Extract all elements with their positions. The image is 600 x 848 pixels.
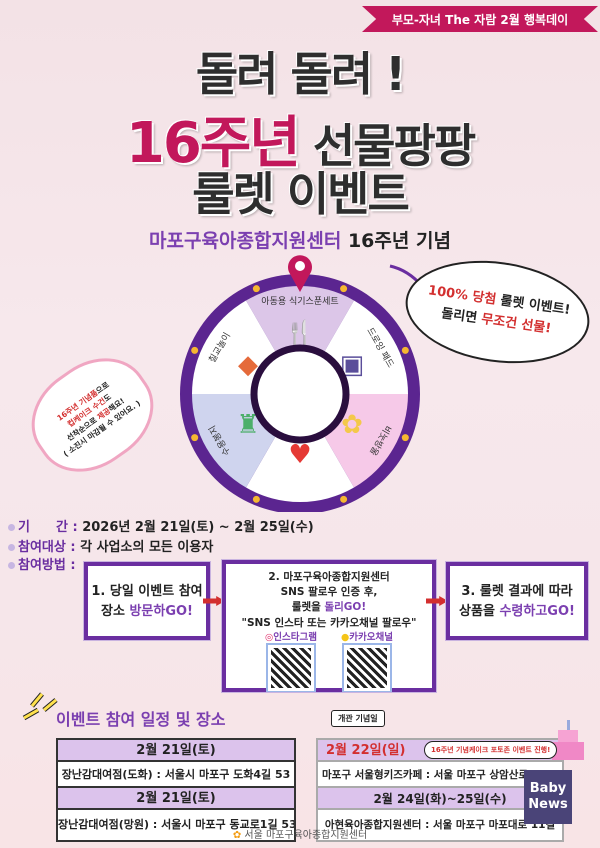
target-label: 참여대상 : bbox=[18, 540, 76, 555]
instagram-qr-code[interactable] bbox=[266, 642, 316, 693]
target-value: 각 사업소의 모든 이용자 bbox=[80, 540, 214, 555]
step-1-text: 장소 bbox=[101, 604, 130, 620]
schedule-place: 장난감대여점(도화) : 서울시 마포구 도화4길 53 bbox=[58, 762, 294, 788]
schedule-place: 마포구 서울형키즈카페 : 서울 마포구 상암산로 bbox=[318, 762, 562, 788]
step-1-box: 1. 당일 이벤트 참여 장소 방문하GO! bbox=[83, 561, 211, 641]
kakao-text: 카카오채널 bbox=[349, 631, 393, 643]
kakao-block: ●카카오채널 bbox=[341, 631, 393, 693]
method-row: 참여방법 : bbox=[8, 554, 76, 573]
instagram-label: ◎인스타그램 bbox=[265, 631, 317, 645]
title-line1: 돌려 돌려 ! bbox=[195, 47, 406, 101]
title-anniversary: 16주년 bbox=[125, 111, 301, 176]
bag-icon: ♜ bbox=[236, 410, 259, 440]
heart-icon: ♥ bbox=[288, 440, 311, 470]
org-logo-icon: ✿ bbox=[232, 830, 242, 841]
speech-highlight: 100% 당첨 bbox=[427, 283, 498, 308]
rim-light bbox=[401, 346, 409, 354]
rim-light bbox=[252, 495, 260, 503]
rim-light bbox=[340, 285, 348, 293]
cake-icon bbox=[552, 720, 584, 760]
kakao-label: ●카카오채널 bbox=[341, 631, 393, 645]
schedule-date: 2월 24일(화)~25일(수) bbox=[318, 788, 562, 810]
period-value: 2026년 2월 21일(토) ~ 2월 25일(수) bbox=[82, 520, 314, 535]
instagram-block: ◎인스타그램 bbox=[265, 631, 317, 693]
step-2-box: 2. 마포구육아종합지원센터 SNS 팔로우 인증 후, 룰렛을 돌리GO! "… bbox=[221, 559, 437, 693]
watermark-text: Baby bbox=[529, 781, 567, 797]
speech-text: 돌리면 bbox=[440, 306, 478, 327]
schedule-left-table: 2월 21일(토) 장난감대여점(도화) : 서울시 마포구 도화4길 53 2… bbox=[56, 738, 296, 842]
bullet-icon bbox=[8, 524, 15, 531]
arrow-right-icon bbox=[426, 596, 448, 606]
event-ribbon: 부모-자녀 The 자람 2월 행복데이 bbox=[362, 6, 598, 32]
kakao-qr-code[interactable] bbox=[342, 642, 392, 693]
cake-note-bubble: 16주년 기념케이크 포토존 이벤트 진행! bbox=[424, 741, 558, 759]
anniversary-tag: 개관 기념일 bbox=[331, 710, 385, 727]
step-3-highlight: 수령하고GO! bbox=[499, 604, 575, 620]
cloud-note: 16주년 기념품으로 컵케이크 수건도 선착순으로 제공해요! ( 소진시 마감… bbox=[12, 338, 173, 492]
step-2-text: SNS 팔로우 인증 후, bbox=[280, 586, 378, 599]
rim-light bbox=[401, 434, 409, 442]
pointer-pin-hole bbox=[295, 261, 305, 271]
wheel-segment-label: 아동용 식기스푼세트 bbox=[261, 296, 338, 307]
schedule-date: 2월 21일(토) bbox=[58, 788, 294, 810]
subtitle-rest: 16주년 기념 bbox=[347, 230, 451, 252]
instagram-icon: ◎ bbox=[265, 631, 274, 643]
rim-light bbox=[340, 495, 348, 503]
wheel-segment bbox=[246, 394, 354, 502]
watermark-text: News bbox=[528, 797, 568, 812]
wheel-segment bbox=[246, 286, 354, 394]
rim-light bbox=[191, 346, 199, 354]
arrow-right-icon bbox=[203, 596, 225, 606]
schedule-heading: 이벤트 참여 일정 및 장소 bbox=[56, 710, 226, 729]
kakao-icon: ● bbox=[341, 631, 350, 643]
schedule-date: 2월 21일(토) bbox=[58, 740, 294, 762]
step-2-text: "SNS 인스타 또는 카카오채널 팔로우" bbox=[241, 616, 417, 629]
method-label: 참여방법 : bbox=[18, 558, 76, 573]
step-2-highlight: 돌리GO! bbox=[324, 601, 367, 614]
step-1-highlight: 방문하GO! bbox=[129, 604, 193, 620]
instagram-text: 인스타그램 bbox=[273, 631, 317, 643]
pointer-pin-icon bbox=[288, 255, 312, 292]
title-gift: 선물팡팡 bbox=[312, 119, 476, 173]
subtitle-org: 마포구육아종합지원센터 bbox=[149, 230, 342, 252]
bullet-icon bbox=[8, 544, 15, 551]
footer: ✿ 서울 마포구육아종합지원센터 bbox=[0, 826, 600, 841]
schedule-place: 아현육아종합지원센터 : 서울 마포구 마포대로 11길 bbox=[324, 819, 556, 831]
sparkle-lines-icon bbox=[22, 692, 58, 721]
roulette-wheel: 🍴아동용 식기스푼세트▣드로잉 패드✿비눗방울♥♜수용봉지◆칠교놀이 bbox=[180, 255, 420, 512]
tangram-icon: ◆ bbox=[238, 350, 258, 380]
title-line3: 룰렛 이벤트 bbox=[192, 167, 410, 221]
step-3-text: 3. 룰렛 결과에 따라 bbox=[461, 584, 573, 599]
schedule-place: 장난감대여점(망원) : 서울시 마포구 동교로1길 53 bbox=[58, 818, 294, 831]
step-2-text: 2. 마포구육아종합지원센터 bbox=[268, 571, 390, 583]
step-3-box: 3. 룰렛 결과에 따라 상품을 수령하고GO! bbox=[445, 561, 589, 641]
period-row: 기 간 : 2026년 2월 21일(토) ~ 2월 25일(수) bbox=[8, 516, 314, 535]
step-3-text: 상품을 bbox=[459, 604, 500, 620]
period-label: 기 간 : bbox=[18, 520, 78, 535]
schedule-date-text: 2월 22일(일) bbox=[326, 743, 406, 758]
subtitle: 마포구육아종합지원센터 16주년 기념 bbox=[0, 226, 600, 253]
bubble-toy-icon: ✿ bbox=[341, 410, 363, 440]
title-line2: 16주년 선물팡팡 bbox=[0, 98, 600, 179]
step-1-text: 1. 당일 이벤트 참여 bbox=[91, 584, 203, 599]
bullet-icon bbox=[8, 562, 15, 569]
rim-light bbox=[191, 434, 199, 442]
footer-org: 서울 마포구육아종합지원센터 bbox=[244, 830, 368, 841]
step-2-text: 룰렛을 bbox=[291, 601, 325, 614]
rim-light bbox=[252, 285, 260, 293]
target-row: 참여대상 : 각 사업소의 모든 이용자 bbox=[8, 536, 213, 555]
wheel-center[interactable] bbox=[250, 344, 350, 444]
